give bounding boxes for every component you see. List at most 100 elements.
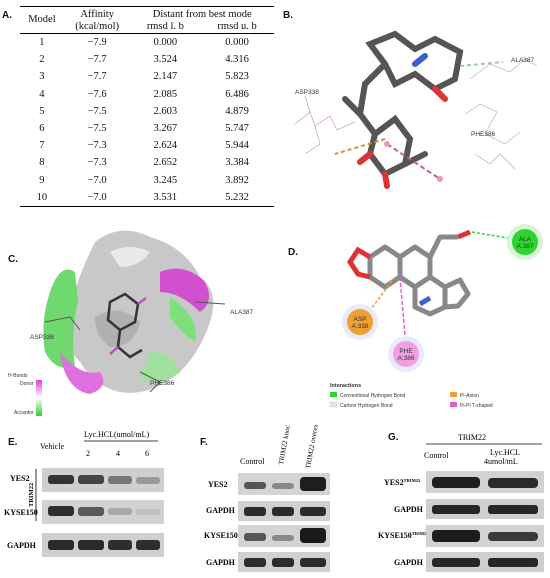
row-yes2-e: YES2 xyxy=(10,474,30,483)
legend-swatch-carbon-hbond xyxy=(329,401,338,408)
ring-centroid-b xyxy=(384,141,390,147)
blot-f-gapdh2 xyxy=(238,552,330,572)
phe-centroid-b xyxy=(437,176,443,182)
panel-label-b: B. xyxy=(283,10,293,21)
docking-table: Model Affinity Distant from best mode (k… xyxy=(20,6,274,207)
panel-d-2d-diagram: ALA A:387 ASP A:338 PHE A:386 Interactio… xyxy=(329,224,543,409)
asp-node[interactable] xyxy=(347,309,373,335)
ligand-2d-structure xyxy=(367,234,471,317)
dose-2-e: 2 xyxy=(86,449,90,458)
legend-title-c: H-Bonds xyxy=(8,373,28,379)
nitrogen-bond-d xyxy=(418,295,432,307)
cell-rmsd-ub: 4.316 xyxy=(225,54,249,66)
trim22-bracket-label-e: TRIM22 xyxy=(28,483,35,507)
cell-rmsd-ub: 6.486 xyxy=(225,88,249,100)
col-overexpression-f: TRIM22 overexpression xyxy=(304,425,324,469)
cell-rmsd-lb: 3.267 xyxy=(153,123,178,135)
dose-6-e: 6 xyxy=(145,449,149,458)
header-distant: Distant from best mode xyxy=(130,6,274,21)
ala-id: A:387 xyxy=(517,243,534,250)
cell-affinity: −7.3 xyxy=(87,157,107,169)
cell-model: 8 xyxy=(39,157,45,169)
legend-swatch-pi-anion xyxy=(450,392,457,397)
phe-name: PHE xyxy=(399,348,413,355)
legend-acceptor-c: Acceptor xyxy=(14,410,34,416)
phe-id: A:386 xyxy=(398,355,415,362)
hbond-legend-c: H-Bonds Donor Acceptor xyxy=(8,373,42,416)
legend-donor-c: Donor xyxy=(20,381,34,387)
panel-label-c: C. xyxy=(8,254,18,265)
header-rmsd-lb: rmsd l. b xyxy=(130,21,201,34)
cell-rmsd-lb: 2.147 xyxy=(153,71,178,83)
panel-label-e: E. xyxy=(8,437,18,448)
cell-rmsd-lb: 3.524 xyxy=(153,54,178,66)
phe-node[interactable] xyxy=(393,341,419,367)
oxygen-bonds-d xyxy=(346,229,471,280)
residue-lines-c xyxy=(44,301,226,393)
cell-rmsd-ub: 5.823 xyxy=(225,71,249,83)
cell-affinity: −7.0 xyxy=(63,188,131,207)
pi-pi-dash-b xyxy=(386,143,441,180)
row-kyse150-f: KYSE150 xyxy=(204,531,238,540)
blot-g-kyse150 xyxy=(426,525,544,547)
cell-model: 10 xyxy=(20,188,64,207)
ala-node[interactable] xyxy=(512,229,538,255)
cell-rmsd-lb: 3.531 xyxy=(130,188,201,207)
panel-label-d: D. xyxy=(288,247,298,258)
col-control-g: Control xyxy=(424,451,449,460)
cell-rmsd-lb: 2.652 xyxy=(153,157,178,169)
blot-e-gapdh xyxy=(42,533,164,557)
header-affinity-line1: Affinity xyxy=(80,9,114,20)
asp-name: ASP xyxy=(353,316,366,323)
header-model: Model xyxy=(20,6,64,34)
row-kyse150-e: KYSE150 xyxy=(4,508,38,517)
cell-rmsd-lb: 3.245 xyxy=(153,174,178,186)
col-control-f: Control xyxy=(240,457,265,466)
blot-f-gapdh1 xyxy=(238,501,330,521)
cell-model: 7 xyxy=(39,140,45,152)
asp-id: A:338 xyxy=(352,323,369,330)
cell-rmsd-lb: 2.085 xyxy=(153,88,178,100)
blot-g-gapdh2 xyxy=(426,552,544,572)
panel-label-g: G. xyxy=(388,432,399,443)
label-asp338-b: ASP338 xyxy=(295,89,319,96)
cell-rmsd-ub: 5.944 xyxy=(225,140,249,152)
cell-rmsd-lb: 0.000 xyxy=(153,37,178,49)
pi-anion-dash-b xyxy=(334,138,386,155)
legend-swatch-pi-pi xyxy=(450,402,457,407)
cell-affinity: −7.0 xyxy=(87,174,107,186)
cell-rmsd-ub: 5.232 xyxy=(200,188,274,207)
legend-pi-anion: Pi-Anion xyxy=(460,393,479,399)
label-ala387-c: ALA387 xyxy=(230,309,254,316)
label-phe386-c: PHE386 xyxy=(150,380,175,387)
panel-f-blot: Control TRIM22 knockdown TRIM22 overexpr… xyxy=(204,425,330,572)
cell-model: 2 xyxy=(39,54,45,66)
panel-c-surface: ASP338 ALA387 PHE386 H-Bonds Donor Accep… xyxy=(8,230,254,416)
col-dose-g: 4umol/mL xyxy=(484,457,518,466)
ligand-sticks xyxy=(342,30,464,178)
row-gapdh2-g: GAPDH xyxy=(394,558,424,567)
dose-header-e: Lyc.HCL(umol/mL) xyxy=(84,430,149,439)
row-gapdh-e: GAPDH xyxy=(7,541,37,550)
ligand-oxygens xyxy=(357,86,448,189)
row-yes2-g: YES2TRIM22 xyxy=(384,478,421,487)
cell-affinity: −7.9 xyxy=(87,37,107,49)
cell-model: 6 xyxy=(39,123,45,135)
row-yes2-g-text: YES2 xyxy=(384,478,404,487)
blot-g-yes2 xyxy=(426,471,544,493)
cell-rmsd-lb: 2.624 xyxy=(153,140,178,152)
label-asp338-c: ASP338 xyxy=(30,334,54,341)
binding-pocket-surface xyxy=(43,230,214,394)
vehicle-label-e: Vehicle xyxy=(40,442,64,451)
ligand-atoms-c xyxy=(109,297,147,355)
cell-model: 3 xyxy=(39,71,45,83)
ligand-sticks-c xyxy=(106,292,143,359)
cell-model: 5 xyxy=(39,105,45,117)
row-gapdh2-f: GAPDH xyxy=(206,558,236,567)
